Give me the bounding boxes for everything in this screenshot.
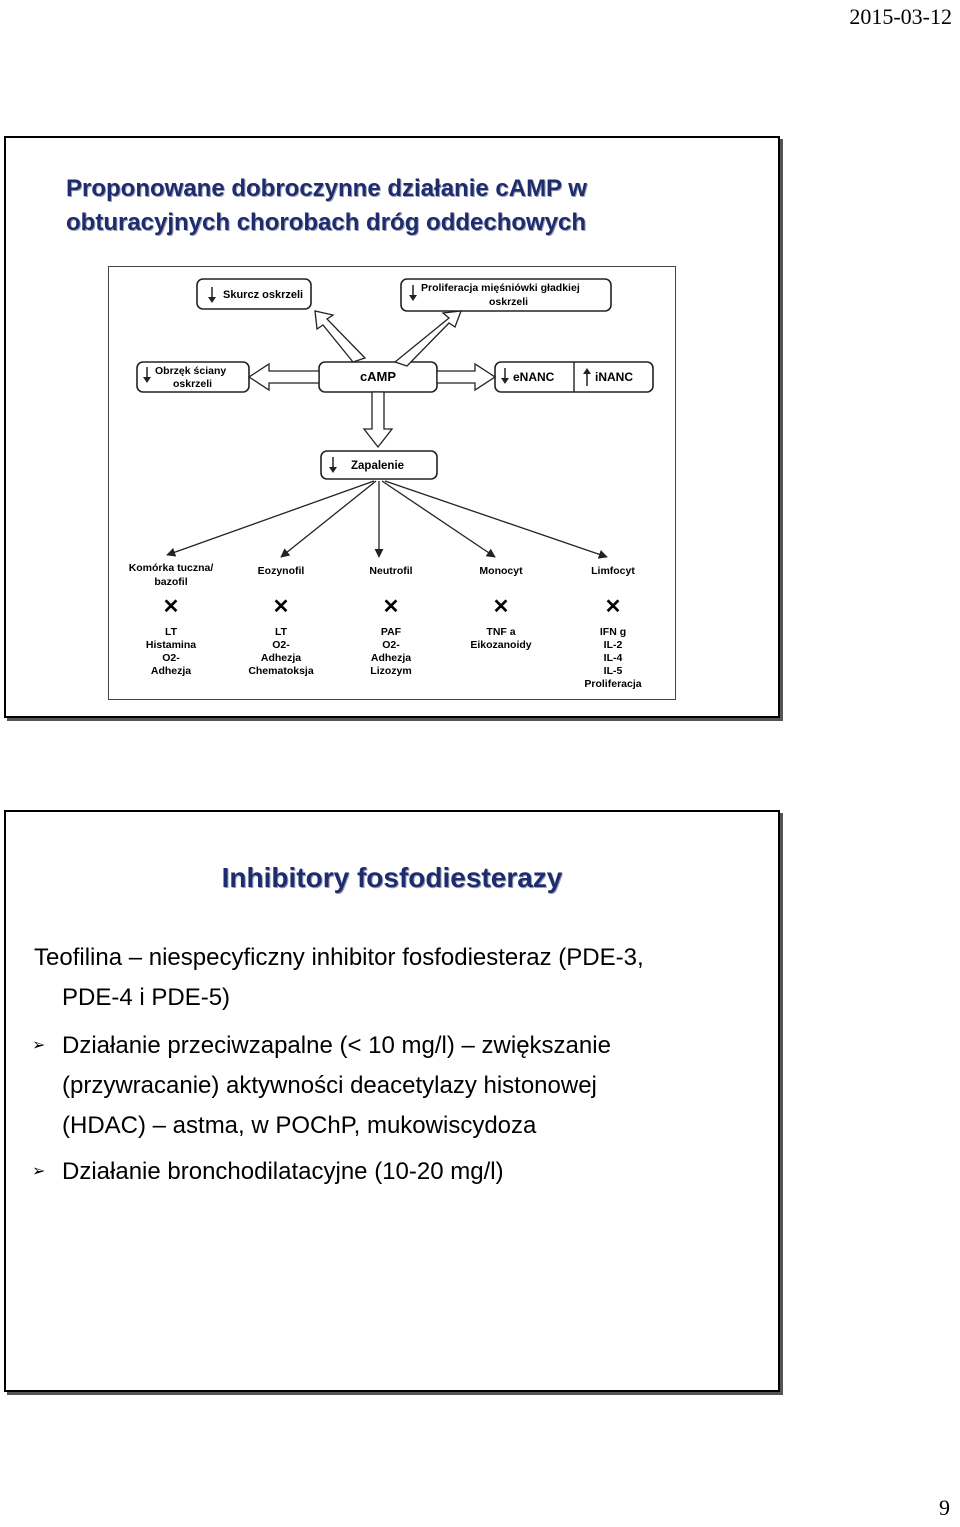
mediator: IL-5 [604, 665, 623, 677]
mediator: O2- [162, 652, 180, 664]
label-obrzek-1: Obrzęk ściany [155, 365, 226, 377]
bullet1-line1: Działanie przeciwzapalne (< 10 mg/l) – z… [62, 1032, 611, 1059]
label-skurcz: Skurcz oskrzeli [223, 289, 303, 301]
mediator: IFN g [600, 626, 626, 638]
arrow-to-proliferacja [393, 310, 462, 367]
box-camp: cAMP [318, 361, 438, 393]
arrow-monocyt [381, 480, 496, 558]
cell-komorka: Komórka tuczna/ bazofil ✕ LT Histamina O… [129, 562, 214, 677]
bullet1-line3: (HDAC) – astma, w POChP, mukowiscydoza [62, 1112, 537, 1139]
teofilina-paragraph: Teofilina – niespecyficzny inhibitor fos… [34, 938, 754, 1018]
arrow-limfocyt [384, 480, 608, 559]
mediator: TNF a [486, 626, 515, 638]
bullet-arrow-icon: ➢ [32, 1037, 46, 1054]
box-obrzek: Obrzęk ściany oskrzeli [136, 361, 250, 393]
box-zapalenie: Zapalenie [320, 450, 438, 480]
mediator: Eikozanoidy [470, 639, 531, 651]
arrow-eozynofil [280, 480, 377, 558]
mediator: Adhezja [151, 665, 191, 677]
mediator: LT [275, 626, 288, 638]
mediator: PAF [381, 626, 402, 638]
cell-komorka-name1: Komórka tuczna/ [129, 562, 214, 574]
mediator: O2- [272, 639, 290, 651]
para-line1: Teofilina – niespecyficzny inhibitor fos… [34, 944, 644, 971]
box-proliferacja: Proliferacja mięśniówki gładkiej oskrzel… [400, 278, 612, 312]
mediator: Lizozym [370, 665, 411, 677]
cell-komorka-name2: bazofil [154, 576, 187, 588]
cell-neutrofil-name: Neutrofil [369, 565, 412, 577]
box-skurcz: Skurcz oskrzeli [196, 278, 312, 310]
bullet2-text: Działanie bronchodilatacyjne (10-20 mg/l… [62, 1158, 504, 1185]
bullet1-line2: (przywracanie) aktywności deacetylazy hi… [62, 1072, 597, 1099]
slide-camp-effects: Proponowane dobroczynne działanie cAMP w… [4, 136, 780, 718]
mediator: O2- [382, 639, 400, 651]
arrow-to-zapalenie [362, 391, 394, 449]
label-enanc: eNANC [513, 370, 555, 384]
date-stamp: 2015-03-12 [849, 4, 952, 29]
slide2-title: Inhibitory fosfodiesterazy [221, 862, 563, 893]
mediator: Histamina [146, 639, 196, 651]
label-prolif-1: Proliferacja mięśniówki gładkiej [421, 282, 580, 294]
fanout-arrows [166, 480, 608, 559]
cross-icon: ✕ [163, 596, 180, 618]
mediator: Adhezja [261, 652, 301, 664]
box-nanc: eNANC iNANC [494, 361, 654, 393]
arrow-to-skurcz [314, 310, 367, 363]
bullet-anti-inflammatory: ➢ Działanie przeciwzapalne (< 10 mg/l) –… [32, 1026, 752, 1146]
arrow-komorka [166, 480, 375, 557]
cell-limfocyt: Limfocyt ✕ IFN g IL-2 IL-4 IL-5 Prolifer… [584, 565, 641, 690]
arrow-to-obrzek [247, 362, 320, 392]
cell-eozynofil: Eozynofil ✕ LT O2- Adhezja Chematoksja [248, 565, 314, 677]
mediator: Proliferacja [584, 678, 641, 690]
cell-monocyt: Monocyt ✕ TNF a Eikozanoidy [470, 565, 531, 651]
bullet-arrow-icon: ➢ [32, 1163, 46, 1180]
block-arrows [247, 310, 497, 449]
slide1-title: Proponowane dobroczynne działanie cAMP w… [66, 172, 746, 240]
cell-limfocyt-name: Limfocyt [591, 565, 635, 577]
slide1-title-line2: obturacyjnych chorobach dróg oddechowych [66, 209, 587, 236]
cell-monocyt-name: Monocyt [479, 565, 523, 577]
cross-icon: ✕ [273, 596, 290, 618]
label-prolif-2: oskrzeli [489, 296, 528, 308]
cross-icon: ✕ [383, 596, 400, 618]
camp-diagram: Skurcz oskrzeli Proliferacja mięśniówki … [108, 266, 676, 700]
slide1-title-line1: Proponowane dobroczynne działanie cAMP w [66, 175, 587, 202]
cross-icon: ✕ [493, 596, 510, 618]
label-inanc: iNANC [595, 370, 633, 384]
cell-columns: Komórka tuczna/ bazofil ✕ LT Histamina O… [129, 562, 642, 690]
arrow-to-nanc [436, 362, 497, 392]
cross-icon: ✕ [605, 596, 622, 618]
bullet-bronchodilating: ➢ Działanie bronchodilatacyjne (10-20 mg… [32, 1152, 752, 1192]
label-camp: cAMP [360, 369, 396, 384]
mediator: Chematoksja [248, 665, 314, 677]
cell-eozynofil-name: Eozynofil [258, 565, 305, 577]
mediator: Adhezja [371, 652, 411, 664]
mediator: LT [165, 626, 178, 638]
slide-pde-inhibitors: Inhibitory fosfodiesterazy Teofilina – n… [4, 810, 780, 1392]
label-zapalenie: Zapalenie [351, 460, 404, 472]
para-line2: PDE-4 i PDE-5) [62, 984, 231, 1011]
page-number: 9 [939, 1495, 950, 1520]
camp-diagram-svg: Skurcz oskrzeli Proliferacja mięśniówki … [129, 278, 654, 690]
label-obrzek-2: oskrzeli [173, 378, 212, 390]
mediator: IL-4 [604, 652, 623, 664]
cell-neutrofil: Neutrofil ✕ PAF O2- Adhezja Lizozym [369, 565, 412, 677]
mediator: IL-2 [604, 639, 623, 651]
